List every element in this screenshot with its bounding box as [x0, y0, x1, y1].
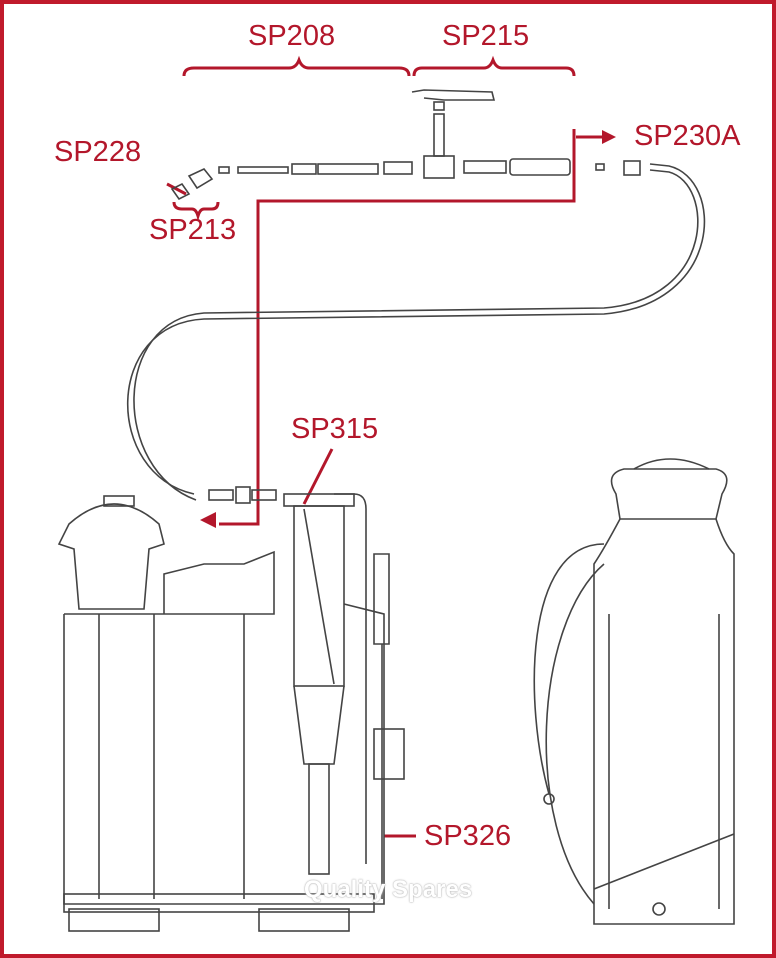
brace-sp215	[412, 55, 576, 77]
watermark: Quality Spares	[304, 876, 473, 903]
label-sp208: SP208	[248, 20, 336, 52]
label-sp230a: SP230A	[634, 120, 741, 152]
label-sp228: SP228	[54, 136, 142, 168]
brace-sp208	[182, 55, 411, 77]
route-line	[219, 129, 576, 526]
brace-sp213	[172, 201, 220, 222]
sprayer-back-view	[533, 458, 735, 925]
label-sp213: SP213	[149, 214, 237, 246]
label-sp326: SP326	[424, 820, 512, 852]
lance-assembly	[126, 89, 706, 504]
leader-sp315	[302, 448, 334, 505]
sprayer-drawing	[57, 55, 735, 932]
label-sp215: SP215	[442, 20, 530, 52]
sprayer-side-view	[57, 493, 405, 932]
leader-sp228	[166, 182, 187, 196]
label-sp315: SP315	[291, 413, 379, 445]
callout-lines	[166, 55, 609, 838]
